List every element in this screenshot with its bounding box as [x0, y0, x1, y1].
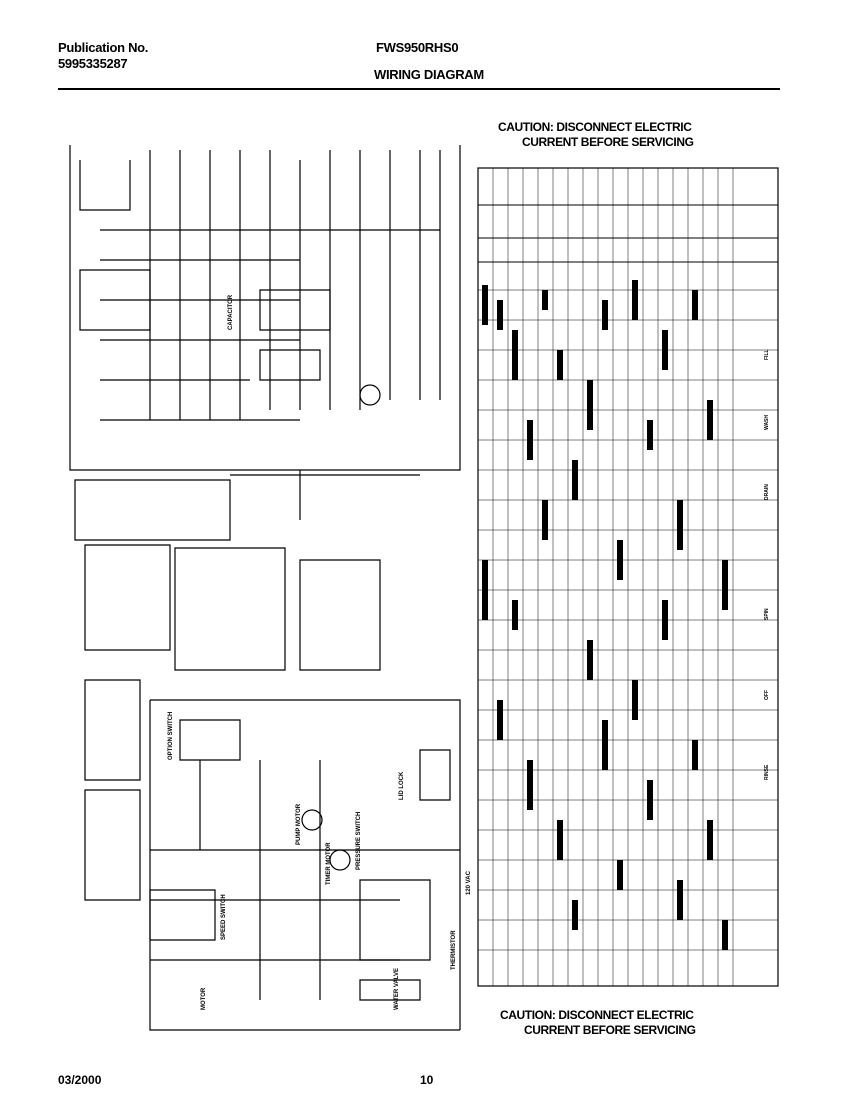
header-rule: [58, 88, 780, 90]
label-lid-lock: LID LOCK: [399, 771, 405, 800]
label-pump-motor: PUMP MOTOR: [296, 803, 302, 845]
label-speed-switch: SPEED SWITCH: [221, 894, 227, 940]
label-water-valve: WATER VALVE: [394, 968, 400, 1010]
publication-label: Publication No.: [58, 40, 149, 55]
timer-chart-bars: [482, 280, 728, 950]
chart-label-rinse: RINSE: [764, 764, 770, 780]
caution-top-line1: CAUTION: DISCONNECT ELECTRIC: [498, 120, 692, 134]
label-motor: MOTOR: [201, 987, 207, 1010]
publication-number: 5995335287: [58, 56, 128, 71]
label-thermistor: THERMISTOR: [451, 930, 457, 970]
chart-label-fill: FILL: [764, 349, 770, 360]
footer-date: 03/2000: [58, 1073, 102, 1087]
chart-label-spin: SPIN: [764, 608, 770, 620]
label-capacitor: CAPACITOR: [228, 294, 234, 330]
page-title: WIRING DIAGRAM: [374, 67, 484, 82]
chart-label-off: OFF: [764, 690, 770, 700]
caution-bottom-line2: CURRENT BEFORE SERVICING: [524, 1023, 696, 1037]
label-option-switch: OPTION SWITCH: [168, 712, 174, 760]
schematic-lines: [69, 145, 461, 1031]
chart-label-wash: WASH: [764, 415, 770, 430]
caution-bottom-line1: CAUTION: DISCONNECT ELECTRIC: [500, 1008, 694, 1022]
model-number: FWS950RHS0: [376, 40, 459, 55]
label-voltage: 120 VAC: [466, 870, 472, 895]
label-timer-motor: TIMER MOTOR: [326, 842, 332, 885]
timer-chart: [477, 167, 779, 987]
caution-bottom: CAUTION: DISCONNECT ELECTRIC CURRENT BEF…: [500, 1008, 696, 1038]
caution-top: CAUTION: DISCONNECT ELECTRIC CURRENT BEF…: [498, 120, 694, 150]
caution-top-line2: CURRENT BEFORE SERVICING: [522, 135, 694, 149]
label-pressure-switch: PRESSURE SWITCH: [356, 812, 362, 870]
chart-label-drain: DRAIN: [764, 484, 770, 500]
footer-page: 10: [420, 1073, 434, 1087]
